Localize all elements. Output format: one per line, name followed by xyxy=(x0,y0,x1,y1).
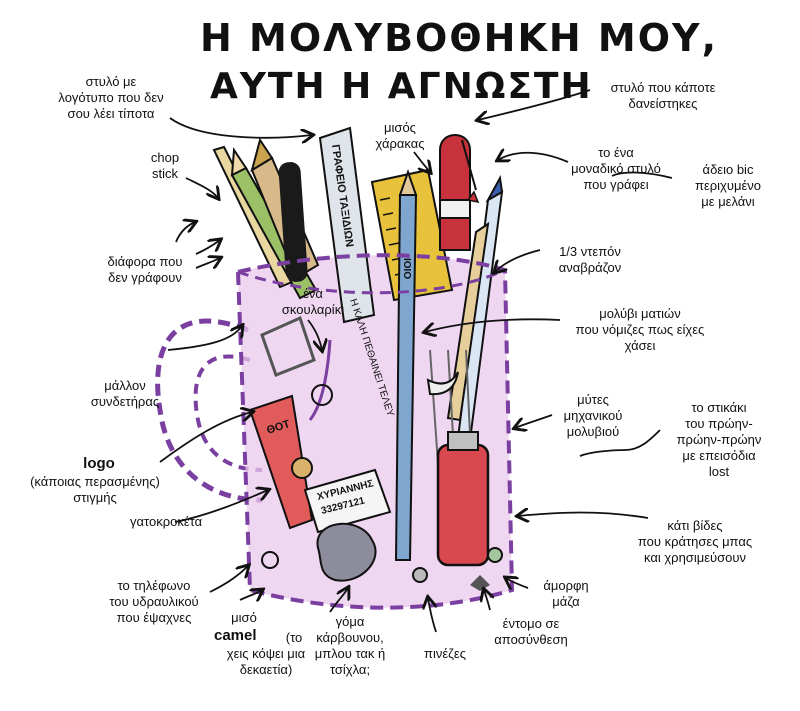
black-marker xyxy=(278,162,308,282)
label-non-writing: διάφορα που δεν γράφουν xyxy=(107,254,183,285)
label-insect: έντομο σε αποσύνθεση xyxy=(494,616,568,647)
earring xyxy=(308,339,333,421)
blue-pencil xyxy=(394,168,418,561)
shapeless-mass xyxy=(316,522,377,582)
label-logo-rest: (κάποιας περασμένης) στιγμής xyxy=(30,474,160,505)
label-lead-tips: μύτες μηχανικού μολυβιού xyxy=(563,392,623,439)
label-eye-pencil: μολύβι ματιών που νόμιζες πως είχες χάσε… xyxy=(575,306,705,353)
label-borrowed-pen: στυλό που κάποτε δανείστηκες xyxy=(610,80,716,111)
label-small-ruler: μισός χάρακας xyxy=(375,120,425,151)
label-eraser-third: 1/3 ντεπόν αναβράζον xyxy=(558,244,622,275)
pencil-text: ΙΟΙΟ xyxy=(401,258,412,279)
mug-handle-inner xyxy=(193,354,263,472)
label-camel-word: camel xyxy=(214,627,257,644)
mug-rim-inner xyxy=(237,268,506,295)
mug-handle xyxy=(155,318,263,503)
cat-clip xyxy=(291,457,313,479)
label-charcoal: γόμα κάρβουνου, μπλου τακ ή τσίχλα; xyxy=(314,614,386,677)
label-camel-top: μισό xyxy=(231,610,257,625)
label-only-pen: το ένα μοναδικό στυλό που γράφει xyxy=(571,145,661,192)
pen-drive xyxy=(436,431,490,567)
paperclip xyxy=(260,315,316,377)
label-empty-bic: άδειο bic περιχυμένο με μελάνι xyxy=(695,162,761,209)
label-pins: πινέζες xyxy=(424,646,466,661)
red-pen xyxy=(439,134,480,251)
label-pen-drive: το στικάκι του πρώην- πρώην-πρώην με επε… xyxy=(676,400,762,479)
eraser-moon xyxy=(426,371,459,396)
label-paperclip: μάλλον συνδετήρας xyxy=(90,378,160,409)
label-earring: ένα σκουλαρίκι xyxy=(281,286,345,317)
label-shapeless: άμορφη μάζα xyxy=(543,578,589,609)
tan-pencil xyxy=(446,221,490,422)
logo-pen xyxy=(318,126,376,324)
label-screws: κάτι βίδες που κράτησες μπας και χρησιμε… xyxy=(637,518,753,565)
label-chopstick: chop stick xyxy=(150,150,180,181)
label-logo-word: logo xyxy=(83,455,115,472)
title-line-1: Η ΜΟΛΥΒΟΘΗΚΗ ΜΟΥ, xyxy=(200,16,718,60)
label-plumber: το τηλέφωνο του υδραυλικού που έψαχνες xyxy=(109,578,199,625)
label-camel-rest: (το χεις κόψει μια δεκαετία) xyxy=(226,630,306,677)
logo-tube xyxy=(248,394,314,530)
title-line-2: ΑΥΤΗ Η ΑΓΝΩΣΤΗ xyxy=(210,66,593,107)
note-card xyxy=(303,468,392,534)
label-cat-clip: γατοκροκέτα xyxy=(130,514,203,529)
label-logo-pen: στυλό με λογότυπο που δεν σου λέει τίποτ… xyxy=(58,74,164,121)
pointer-arrows xyxy=(159,89,673,633)
